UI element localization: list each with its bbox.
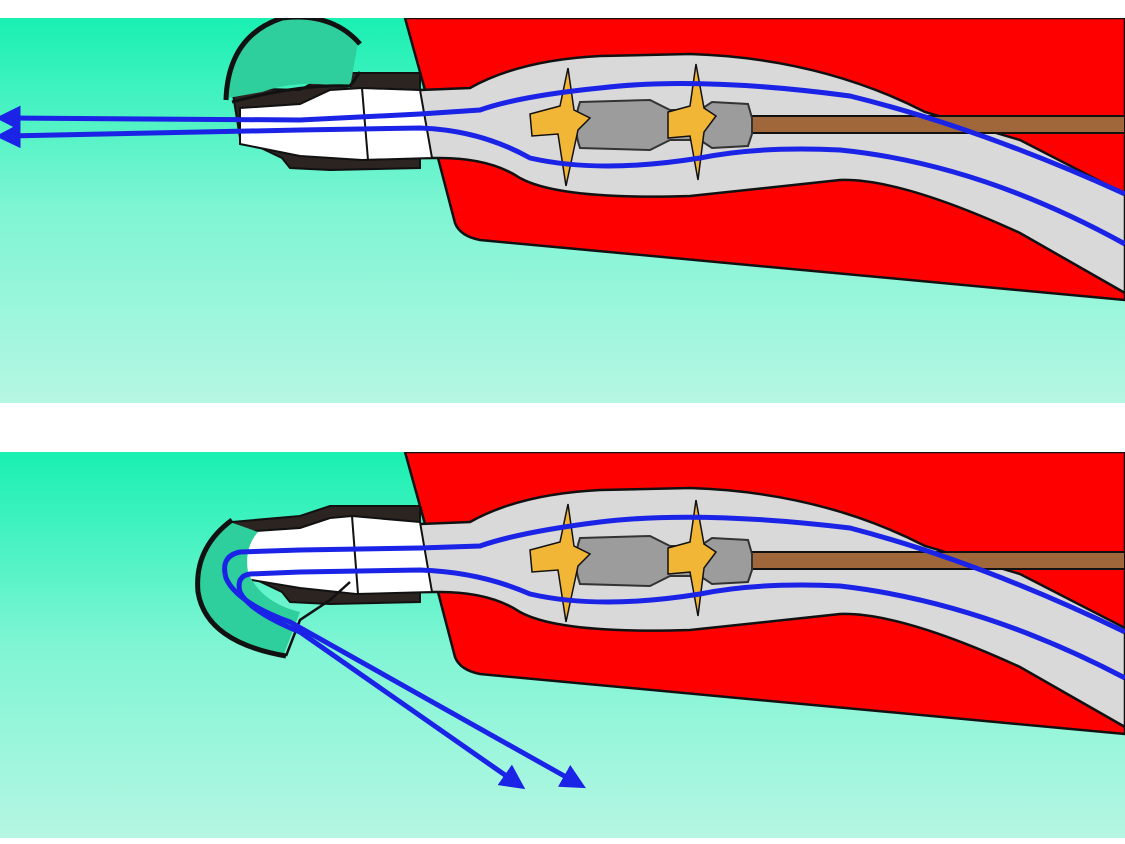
- diagram-panel-bucket-lowered: [0, 452, 1125, 838]
- stator-icon: [667, 499, 718, 617]
- diagram-panel-bucket-raised: [0, 18, 1125, 403]
- impeller-icon: [529, 67, 592, 187]
- flow-arrow-icon: [236, 567, 1125, 790]
- reversing-bucket: [228, 18, 358, 98]
- flow-arrow-icon: [0, 81, 1125, 197]
- nozzle-exit: [239, 86, 434, 162]
- flow-arrow-icon: [222, 514, 1125, 789]
- nozzle-seam: [351, 515, 359, 595]
- flow-arrow-icon: [0, 123, 1125, 247]
- impeller-icon: [529, 503, 592, 623]
- pump-hub: [575, 98, 753, 152]
- reversing-bucket-arm: [284, 581, 351, 657]
- reversing-bucket-rim: [223, 18, 362, 101]
- jet-drive-diagram-forward: [0, 18, 1125, 403]
- nozzle-seam: [361, 87, 369, 161]
- reversing-bucket-arm: [231, 71, 362, 104]
- reversing-bucket-rim: [195, 517, 287, 659]
- jet-drive-diagram-reverse: [0, 452, 1125, 838]
- pump-hub: [575, 534, 753, 588]
